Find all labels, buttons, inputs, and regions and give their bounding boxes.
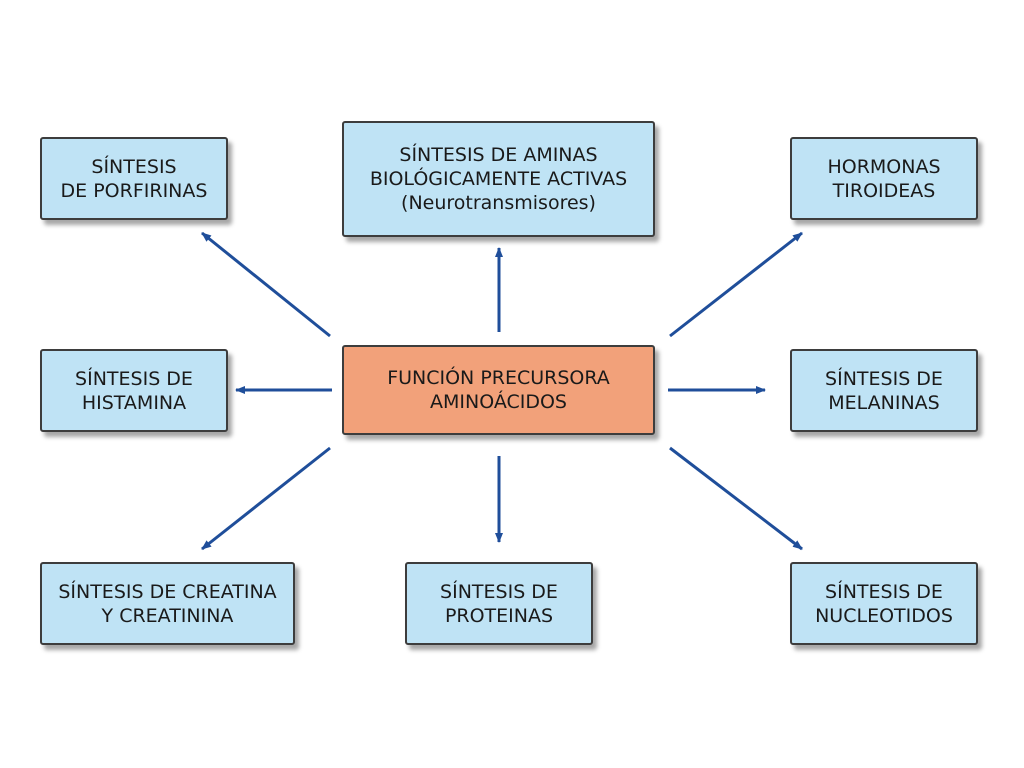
node-label-line: FUNCIÓN PRECURSORA [387, 367, 610, 389]
node-label-line: HORMONAS [827, 155, 941, 178]
node-label-line: SÍNTESIS DE [440, 580, 558, 603]
node-sintesis-aminas: SÍNTESIS DE AMINAS BIOLÓGICAMENTE ACTIVA… [342, 121, 655, 237]
node-sintesis-nucleotidos: SÍNTESIS DE NUCLEOTIDOS [790, 562, 978, 645]
node-label-line: DE PORFIRINAS [60, 179, 208, 202]
node-label-line: PROTEINAS [444, 604, 554, 627]
node-sintesis-melaninas: SÍNTESIS DE MELANINAS [790, 349, 978, 432]
node-label-line: NUCLEOTIDOS [815, 604, 953, 627]
node-funcion-precursora-center: FUNCIÓN PRECURSORA AMINOÁCIDOS [342, 345, 655, 435]
node-label-line: SÍNTESIS DE [825, 580, 943, 603]
arrow-to-porfirinas [201, 231, 331, 338]
node-sintesis-creatina: SÍNTESIS DE CREATINA Y CREATININA [40, 562, 295, 645]
node-label-line: SÍNTESIS [91, 155, 177, 178]
node-label-line: (Neurotransmisores) [401, 192, 596, 214]
node-label-line: HISTAMINA [81, 391, 187, 414]
node-label-line: SÍNTESIS DE AMINAS [399, 144, 598, 166]
node-label-line: SÍNTESIS DE [825, 367, 943, 390]
arrow-to-hormonas [669, 231, 803, 338]
node-hormonas-tiroideas: HORMONAS TIROIDEAS [790, 137, 978, 220]
arrow-to-nucleotidos [669, 446, 803, 551]
node-label-line: BIOLÓGICAMENTE ACTIVAS [369, 168, 628, 190]
node-sintesis-porfirinas: SÍNTESIS DE PORFIRINAS [40, 137, 228, 220]
node-label-line: SÍNTESIS DE [75, 367, 193, 390]
node-sintesis-proteinas: SÍNTESIS DE PROTEINAS [405, 562, 593, 645]
arrow-to-creatina [201, 446, 331, 551]
node-label-line: Y CREATININA [101, 604, 234, 627]
node-label-line: MELANINAS [828, 391, 940, 414]
node-sintesis-histamina: SÍNTESIS DE HISTAMINA [40, 349, 228, 432]
node-label-line: TIROIDEAS [832, 179, 936, 202]
node-label-line: SÍNTESIS DE CREATINA [58, 580, 277, 603]
node-label-line: AMINOÁCIDOS [429, 391, 567, 413]
